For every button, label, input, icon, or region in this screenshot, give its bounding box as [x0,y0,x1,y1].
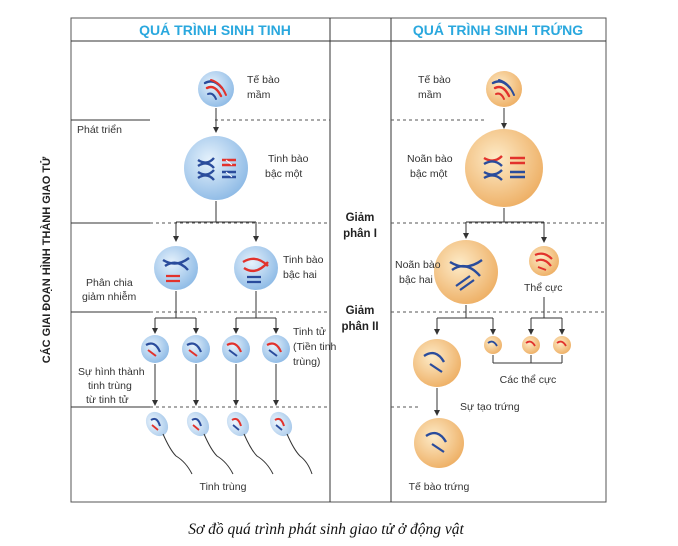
stage-meiosis-2: Giảm phân II [341,305,378,333]
svg-text:bậc một: bậc một [410,168,447,180]
sperm-3 [226,411,274,475]
egg-cell [414,418,464,468]
side-title: CÁC GIAI ĐOẠN HÌNH THÀNH GIAO TỬ [40,156,53,363]
polar-bodies-bracket [492,355,563,364]
phase-separators [71,119,606,408]
egg-germ-cell-label: Tế bào mầm [418,74,451,101]
svg-text:mầm: mầm [418,89,442,101]
egg-primary-label: Noãn bào bậc một [407,153,453,180]
egg-primary-cell [465,129,543,207]
svg-text:Tinh bào: Tinh bào [283,254,324,266]
polar-body-3 [522,336,540,354]
polar-body-label: Thể cực [524,282,563,294]
phase-reduction-label: Phân chia giảm nhiễm [82,277,137,303]
svg-text:Giảm: Giảm [346,212,375,224]
svg-text:tinh trùng: tinh trùng [88,380,132,392]
svg-text:mầm: mầm [247,89,271,101]
ootid-cell [413,339,461,387]
svg-text:bậc hai: bậc hai [283,269,317,281]
polar-body-4 [553,336,571,354]
svg-text:Tế bào: Tế bào [247,74,280,86]
svg-text:Tinh bào: Tinh bào [268,153,309,165]
header-spermatogenesis: QUÁ TRÌNH SINH TINH [139,22,291,38]
sperm-label: Tinh trùng [200,481,247,493]
sperm-primary-cell [184,136,248,200]
svg-text:Giảm: Giảm [346,305,375,317]
polar-body-2 [484,336,502,354]
egg-germ-cell [486,71,522,107]
svg-text:Phân chia: Phân chia [86,277,133,289]
sperm-primary-label: Tinh bào bậc một [265,153,309,180]
svg-text:Tế bào: Tế bào [418,74,451,86]
polar-bodies-label: Các thể cực [500,374,557,386]
svg-text:từ tinh tử: từ tinh tử [86,394,129,406]
sperm-germ-cell [198,71,234,107]
header-oogenesis: QUÁ TRÌNH SINH TRỨNG [413,21,583,38]
sperm-secondary-label: Tinh bào bậc hai [283,254,324,281]
egg-secondary-cell [434,240,498,304]
svg-text:trùng): trùng) [293,356,320,368]
sperm-4 [269,411,313,475]
figure-caption: Sơ đồ quá trình phát sinh giao tử ở động… [188,521,464,538]
sperm-germ-cell-label: Tế bào mầm [247,74,280,101]
sperm-2 [186,411,234,475]
sperm-secondary-cell-1 [154,246,198,290]
stage-meiosis-1: Giảm phân I [343,212,377,240]
egg-formation-label: Sự tạo trứng [460,401,520,413]
svg-text:phân II: phân II [341,321,378,333]
polar-body-1 [529,246,559,276]
egg-cell-label: Tế bào trứng [409,481,470,493]
phase-development-label: Phát triển [77,124,122,136]
svg-text:(Tiền tinh: (Tiền tinh [293,341,337,353]
spermatid-4 [262,335,290,363]
svg-text:phân I: phân I [343,228,377,240]
spermatid-2 [182,335,210,363]
spermatid-3 [222,335,250,363]
sperm-1 [145,411,193,475]
spermatid-label: Tinh tử (Tiền tinh trùng) [293,326,337,368]
svg-text:Noãn bào: Noãn bào [395,259,441,271]
phase-formation-label: Sự hình thành tinh trùng từ tinh tử [78,366,145,406]
svg-text:Noãn bào: Noãn bào [407,153,453,165]
svg-text:Tinh tử: Tinh tử [293,326,326,338]
svg-text:bậc một: bậc một [265,168,302,180]
svg-text:Sự hình thành: Sự hình thành [78,366,145,378]
egg-secondary-label: Noãn bào bậc hai [395,259,441,286]
svg-text:giảm nhiễm: giảm nhiễm [82,290,137,303]
diagram-frame [70,17,607,503]
spermatid-1 [141,335,169,363]
sperm-secondary-cell-2 [234,246,278,290]
svg-text:bậc hai: bậc hai [399,274,433,286]
